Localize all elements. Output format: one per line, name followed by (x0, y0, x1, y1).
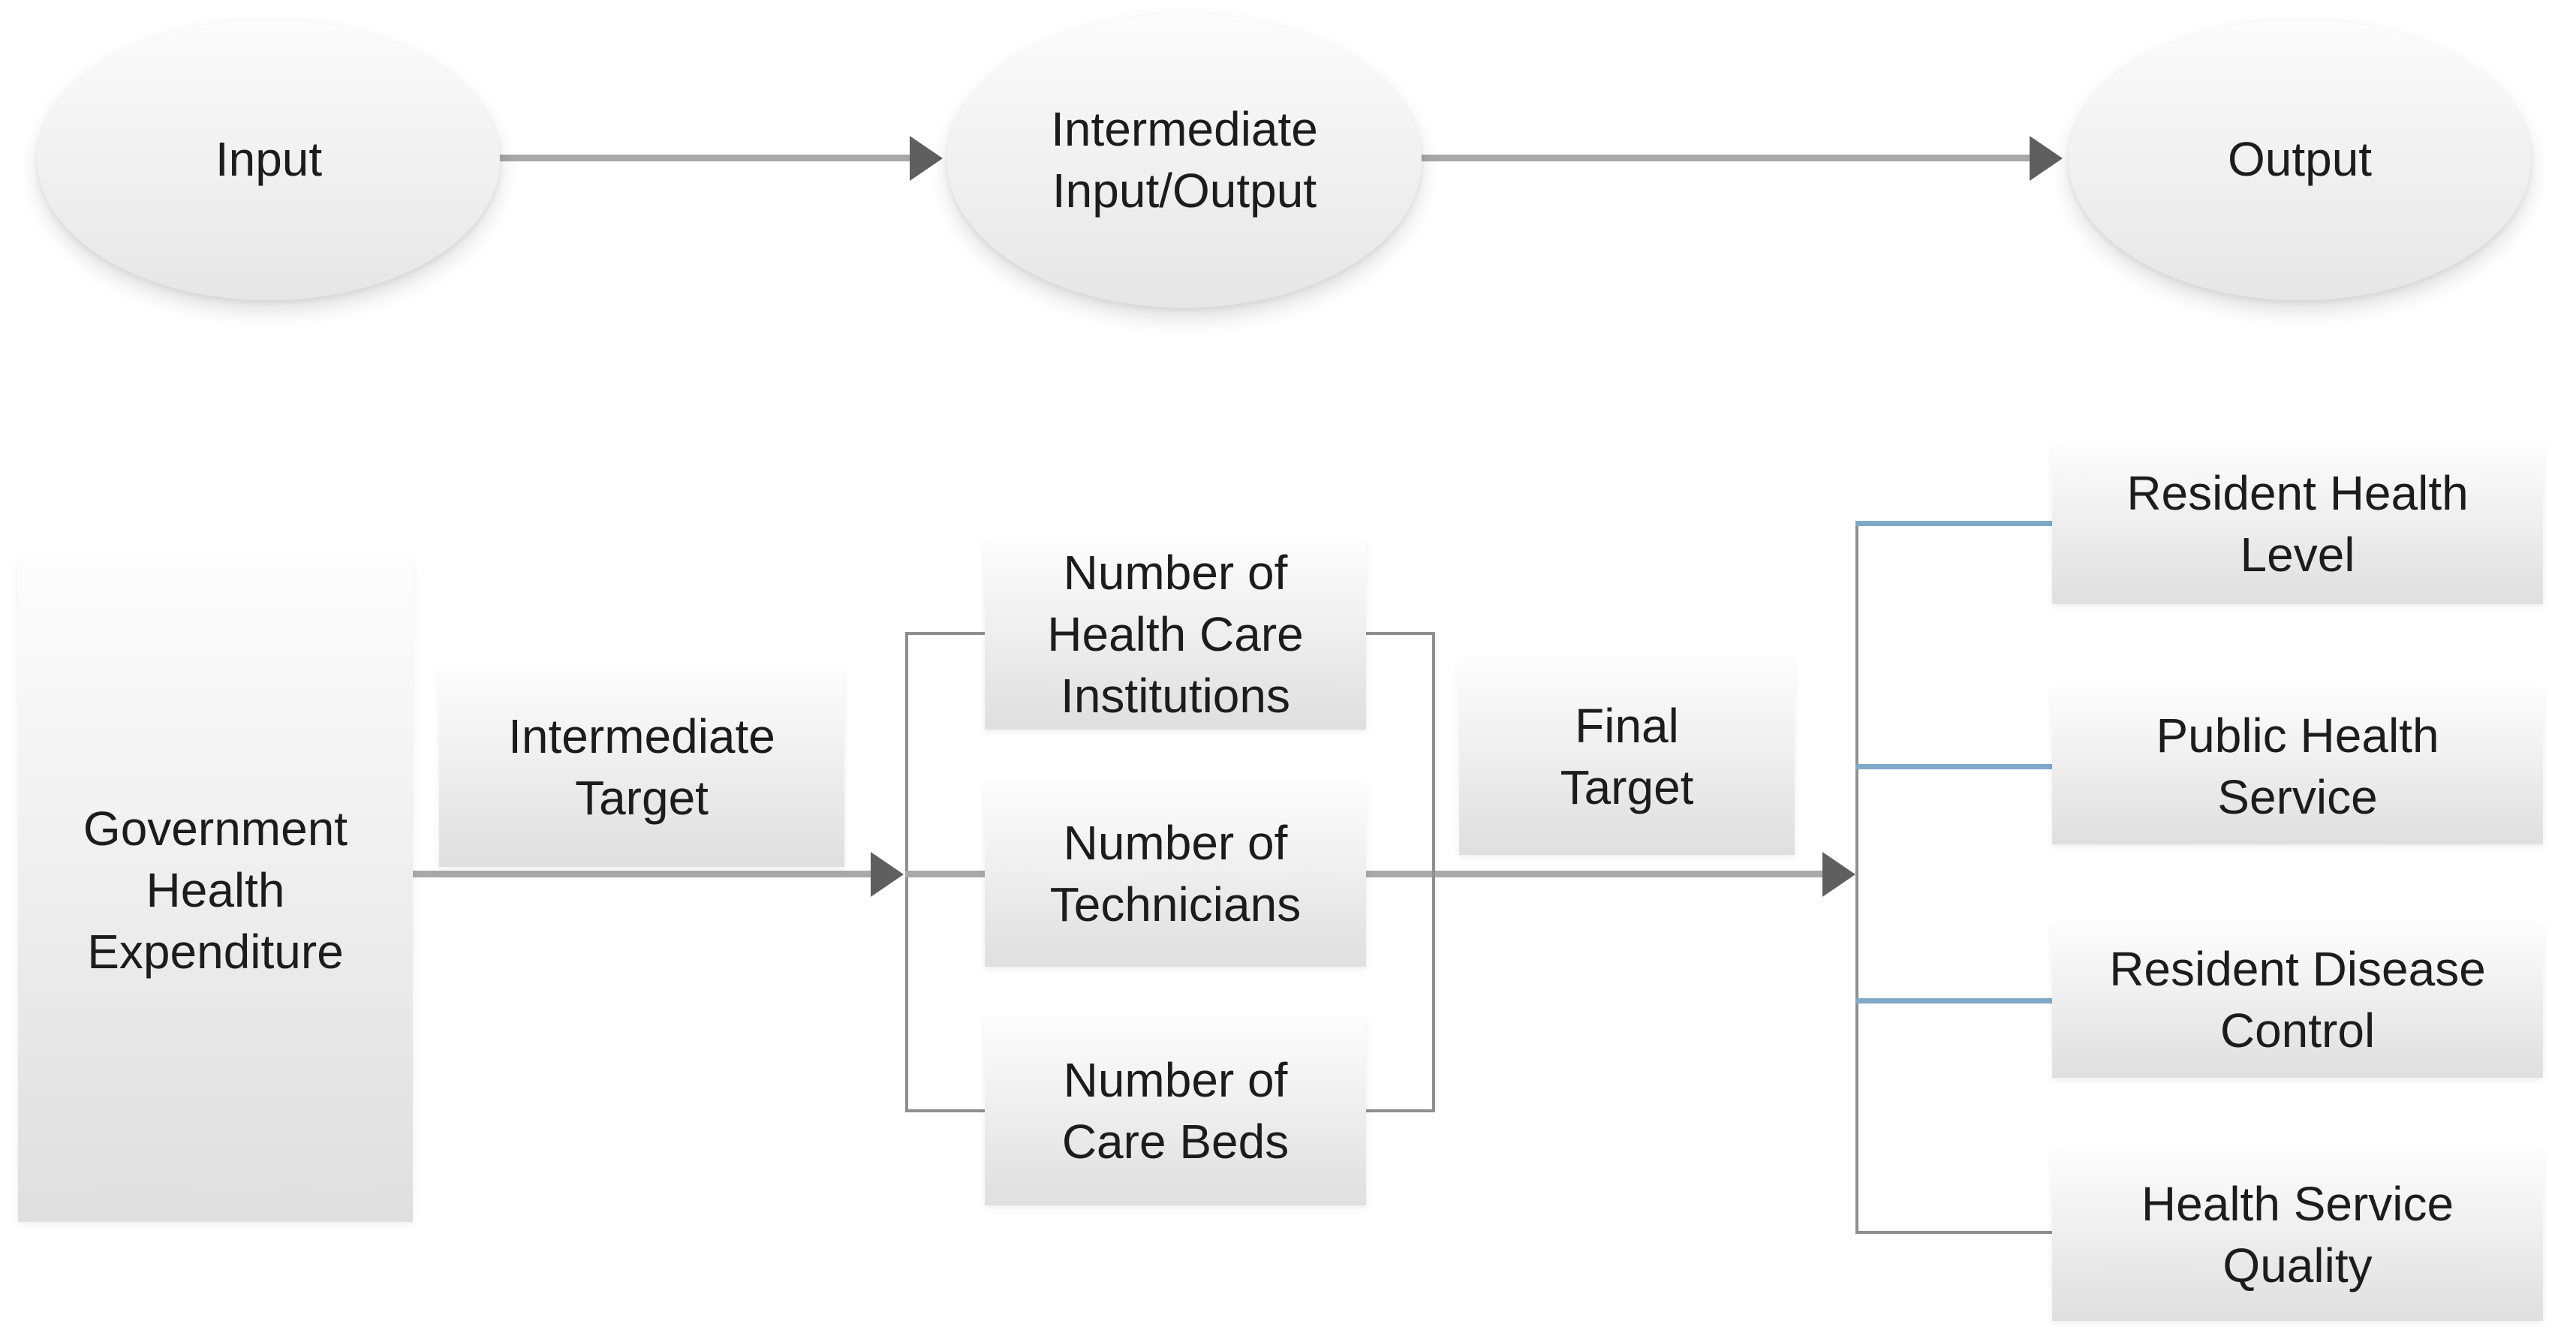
box-resident-disease-control-label: Resident Disease Control (2109, 942, 2486, 1058)
connector-bracket-to-outputs (1435, 871, 1822, 877)
box-intermediate-target: Intermediate Target (439, 668, 844, 867)
bracket-intermediate-right (1432, 632, 1435, 1112)
bracket-outputs (1855, 521, 1858, 1234)
bracket-stub-carebeds-right (1365, 1109, 1435, 1112)
box-resident-health-level: Resident Health Level (2052, 444, 2543, 604)
box-final-target-label: Final Target (1560, 698, 1694, 814)
box-number-of-technicians: Number of Technicians (985, 782, 1366, 967)
arrowhead-right-icon (871, 852, 904, 897)
connector-health-service-quality (1855, 1231, 2052, 1234)
ellipse-input-label: Input (215, 132, 323, 187)
box-public-health-service: Public Health Service (2052, 689, 2543, 844)
box-health-service-quality-label: Health Service Quality (2141, 1177, 2454, 1292)
connector-resident-health-level (1855, 521, 2052, 526)
box-resident-disease-control: Resident Disease Control (2052, 923, 2543, 1078)
ellipse-output-label: Output (2227, 132, 2373, 187)
bracket-stub-carebeds-left (905, 1109, 988, 1112)
connector-public-health-service (1855, 764, 2052, 769)
box-number-of-care-beds-label: Number of Care Beds (1061, 1053, 1290, 1169)
box-number-of-health-care-institutions-label: Number of Health Care Institutions (1047, 546, 1304, 723)
ellipse-input: Input (38, 20, 500, 300)
connector-input-to-intermediate (498, 155, 910, 161)
arrowhead-right-icon (910, 136, 943, 181)
arrowhead-right-icon (1822, 852, 1855, 897)
connector-intermediate-to-output (1420, 155, 2030, 161)
box-final-target: Final Target (1459, 659, 1795, 855)
box-government-health-expenditure: Government Health Expenditure (18, 560, 413, 1222)
connector-expenditure-to-bracket (413, 871, 871, 877)
ellipse-intermediate-io: Intermediate Input/Output (947, 14, 1422, 308)
ellipse-output: Output (2069, 20, 2531, 300)
bracket-stub-institutions-right (1365, 632, 1435, 635)
box-government-health-expenditure-label: Government Health Expenditure (83, 802, 348, 979)
box-number-of-care-beds: Number of Care Beds (985, 1018, 1366, 1205)
bracket-stub-institutions-left (905, 632, 988, 635)
connector-resident-disease-control (1855, 998, 2052, 1004)
box-public-health-service-label: Public Health Service (2156, 708, 2439, 824)
box-health-service-quality: Health Service Quality (2052, 1150, 2543, 1321)
box-resident-health-level-label: Resident Health Level (2126, 465, 2469, 582)
box-number-of-health-care-institutions: Number of Health Care Institutions (985, 540, 1366, 730)
arrowhead-right-icon (2030, 136, 2063, 181)
ellipse-intermediate-io-label: Intermediate Input/Output (1051, 102, 1318, 218)
box-intermediate-target-label: Intermediate Target (508, 709, 775, 825)
box-number-of-technicians-label: Number of Technicians (1049, 816, 1302, 931)
